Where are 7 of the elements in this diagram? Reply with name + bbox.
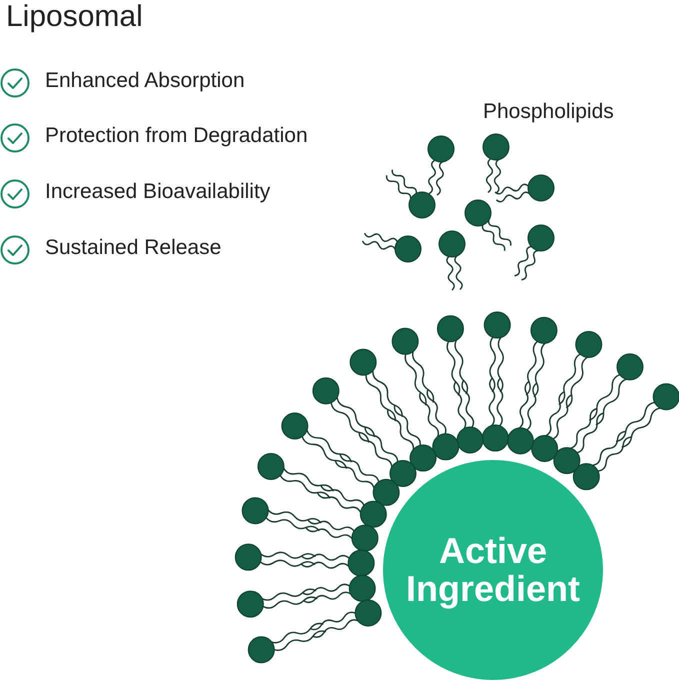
feature-text: Protection from Degradation: [45, 124, 308, 148]
feature-text: Sustained Release: [45, 236, 222, 260]
feature-text: Increased Bioavailability: [45, 180, 270, 204]
title: Liposomal: [6, 0, 143, 34]
feature-text: Enhanced Absorption: [45, 69, 245, 93]
active-ingredient-circle: Active Ingredient: [383, 460, 603, 680]
label-text: Phospholipids: [483, 100, 614, 124]
